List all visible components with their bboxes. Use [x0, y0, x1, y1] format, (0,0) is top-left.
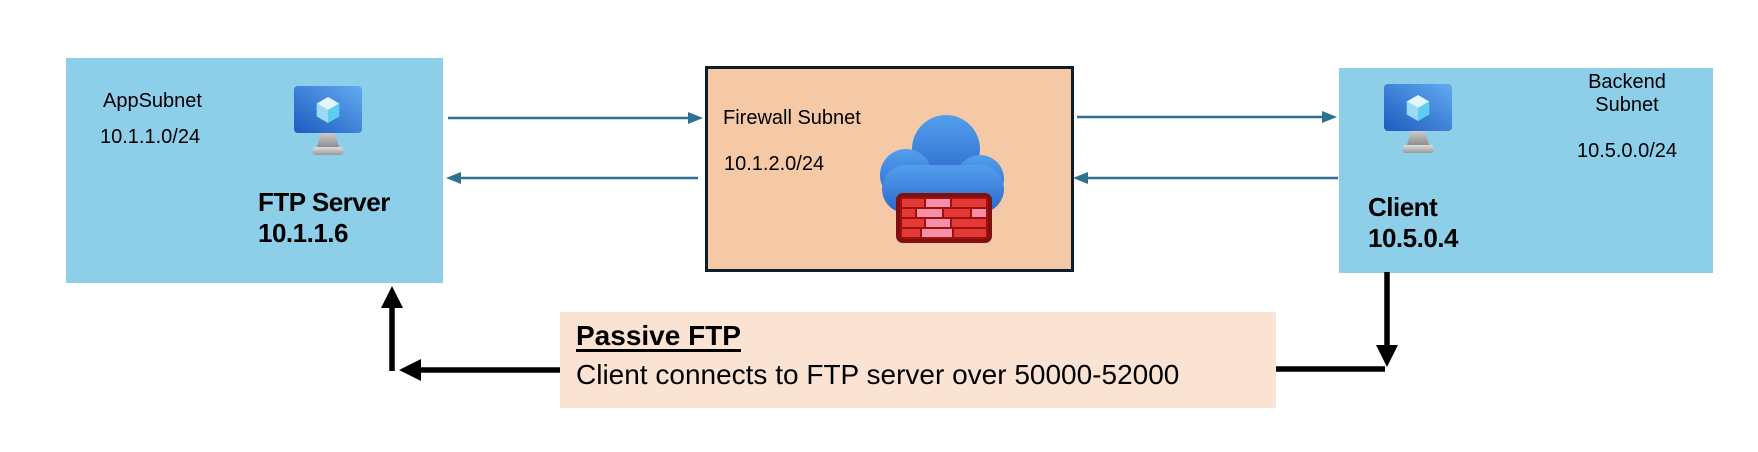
brick-wall-icon — [896, 193, 992, 243]
vm-icon — [1384, 84, 1452, 153]
passive-ftp-body: Client connects to FTP server over 50000… — [576, 359, 1180, 390]
passive-ftp-title: Passive FTP — [576, 320, 741, 351]
firewall-subnet-box: Firewall Subnet 10.1.2.0/24 — [705, 66, 1074, 272]
ftp-server-text: FTP Server 10.1.1.6 — [258, 187, 390, 249]
ftp-server-name: FTP Server — [258, 187, 390, 217]
client-ip: 10.5.0.4 — [1368, 223, 1458, 253]
firewall-subnet-label: Firewall Subnet — [723, 107, 861, 129]
app-subnet-cidr: 10.1.1.0/24 — [100, 126, 201, 148]
vm-icon — [294, 86, 362, 155]
firewall-icon — [880, 115, 1004, 243]
client-name: Client — [1368, 192, 1438, 222]
backend-subnet-cidr: 10.5.0.0/24 — [1576, 140, 1678, 162]
backend-subnet-box: Backend Subnet 10.5.0.0/24 Client 10.5.0… — [1339, 68, 1713, 273]
client-text: Client 10.5.0.4 — [1368, 192, 1458, 254]
app-subnet-label: AppSubnet — [103, 90, 202, 112]
app-subnet-box: AppSubnet 10.1.1.0/24 FTP Server 10.1.1.… — [66, 58, 443, 283]
ftp-server-ip: 10.1.1.6 — [258, 218, 348, 248]
firewall-subnet-cidr: 10.1.2.0/24 — [724, 153, 825, 175]
backend-subnet-label: Backend Subnet — [1588, 71, 1666, 116]
passive-ftp-annotation: Passive FTP Client connects to FTP serve… — [560, 312, 1276, 408]
